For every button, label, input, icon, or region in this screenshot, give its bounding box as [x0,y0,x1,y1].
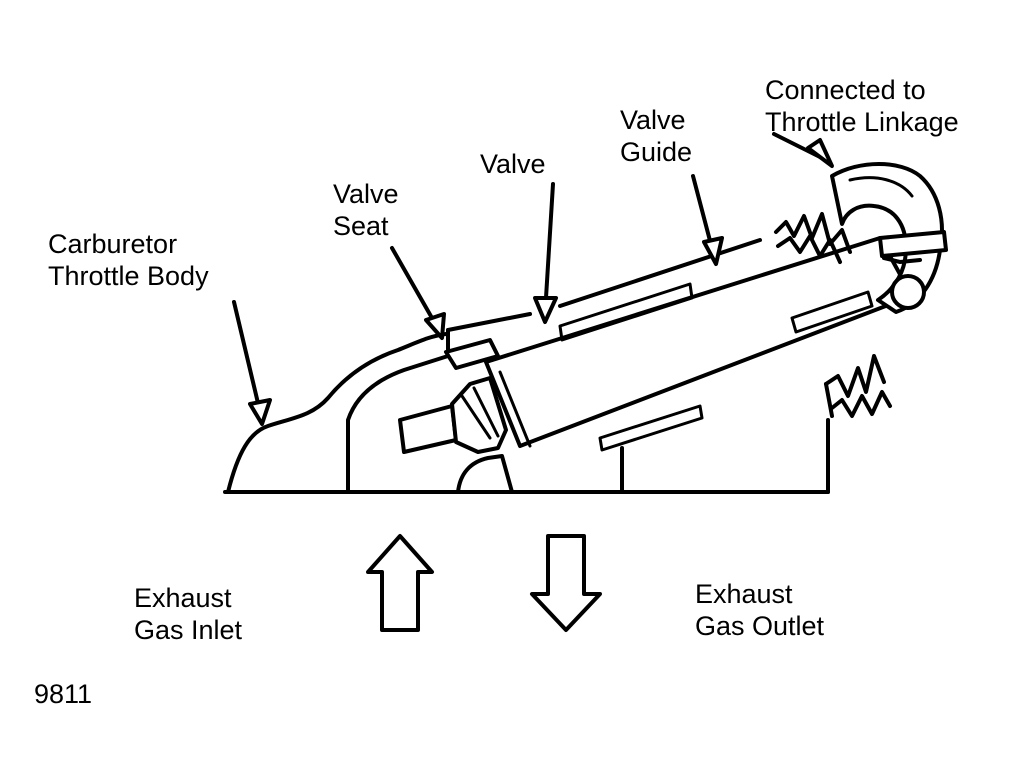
label-exhaust-gas-inlet: Exhaust Gas Inlet [134,582,242,646]
label-valve-guide: Valve Guide [620,104,692,168]
label-valve-guide-line-2: Guide [620,137,693,167]
inlet-passage [456,454,514,494]
label-connected-to-throttle-linkage: Connected to Throttle Linkage [765,74,959,138]
label-valve-seat-line-2: Seat [333,211,389,241]
housing-top-segment-2 [558,238,762,308]
label-valve: Valve [480,148,546,180]
label-valve-seat: Valve Seat [333,178,399,242]
label-carburetor-throttle-body: Carburetor Throttle Body [48,228,209,292]
valve-seat-block [444,338,500,370]
label-carb-line-2: Throttle Body [48,261,209,291]
lower-bellows-lower [830,390,892,418]
throttle-linkage-arm [830,162,944,314]
label-outlet-line-2: Gas Outlet [695,611,825,641]
leader-valve [543,182,555,316]
leader-valve-guide-head [702,236,724,266]
rear-slot [790,290,874,334]
lower-slot [598,404,704,452]
valve-guide-slot [558,282,694,342]
linkage-tab [882,256,922,264]
label-valve-line-1: Valve [480,149,546,179]
housing-top-segment-1 [446,312,532,332]
lower-bellows-cap [824,382,834,418]
valve-head [450,376,508,454]
figure-number-text: 9811 [34,679,93,709]
valve-body [484,236,914,448]
label-linkage-line-2: Throttle Linkage [765,107,959,137]
figure-number: 9811 [34,678,92,710]
throttle-body-outline [226,332,448,494]
valve-head-detail-1 [460,394,492,440]
valve-stem-tip [398,404,458,454]
upper-bellows-lower [776,234,842,264]
lower-bellows [824,354,886,398]
valve-body-front-edge [498,370,532,448]
leader-carb-body [232,300,264,422]
linkage-pivot [890,274,926,310]
valve-head-detail-2 [472,386,500,438]
leader-valve-head [533,296,558,324]
label-exhaust-gas-outlet: Exhaust Gas Outlet [695,578,824,642]
label-inlet-line-1: Exhaust [134,583,232,613]
leader-linkage-head [806,138,834,168]
linkage-arm-detail [848,176,914,198]
label-outlet-line-1: Exhaust [695,579,793,609]
gas-inlet-arrow-icon [366,534,434,632]
leader-valve-seat-head [424,312,446,340]
label-linkage-line-1: Connected to [765,75,926,105]
gas-outlet-arrow-icon [530,534,602,632]
linkage-bracket [878,230,948,258]
throttle-body-inner-wall [346,354,450,494]
label-carb-line-1: Carburetor [48,229,178,259]
label-inlet-line-2: Gas Inlet [134,615,243,645]
leader-carb-body-head [248,398,272,426]
label-valve-guide-line-1: Valve [620,105,686,135]
label-valve-seat-line-1: Valve [333,179,399,209]
